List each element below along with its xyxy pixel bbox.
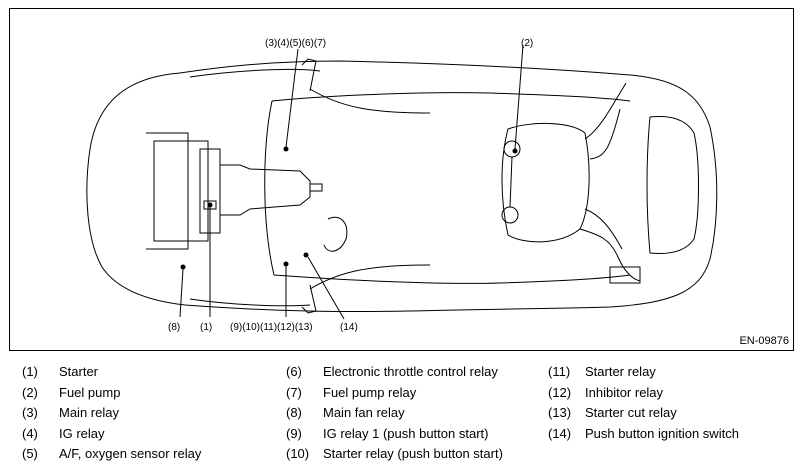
vehicle-diagram: (3)(4)(5)(6)(7) (2) (8) (1) (9)(10)(11)(… [9,8,794,351]
callout-14: (14) [340,322,358,333]
leader-c3to7 [285,48,299,148]
leader-c14 [307,256,345,320]
figure-code: EN-09876 [739,335,789,347]
callout-8: (8) [168,322,181,333]
leader-c2 [514,44,524,150]
callout-9-to-13: (9)(10)(11)(12)(13) [230,322,313,333]
leader-c8 [179,268,184,318]
callout-3-to-7: (3)(4)(5)(6)(7) [265,38,327,49]
cabin-outline [264,92,631,284]
car-outline-drawing [86,44,718,320]
legend: (1)Starter (2)Fuel pump (3)Main relay (4… [22,364,739,461]
callout-1: (1) [200,322,213,333]
car-body-outline [86,60,718,313]
callout-2: (2) [521,38,534,49]
